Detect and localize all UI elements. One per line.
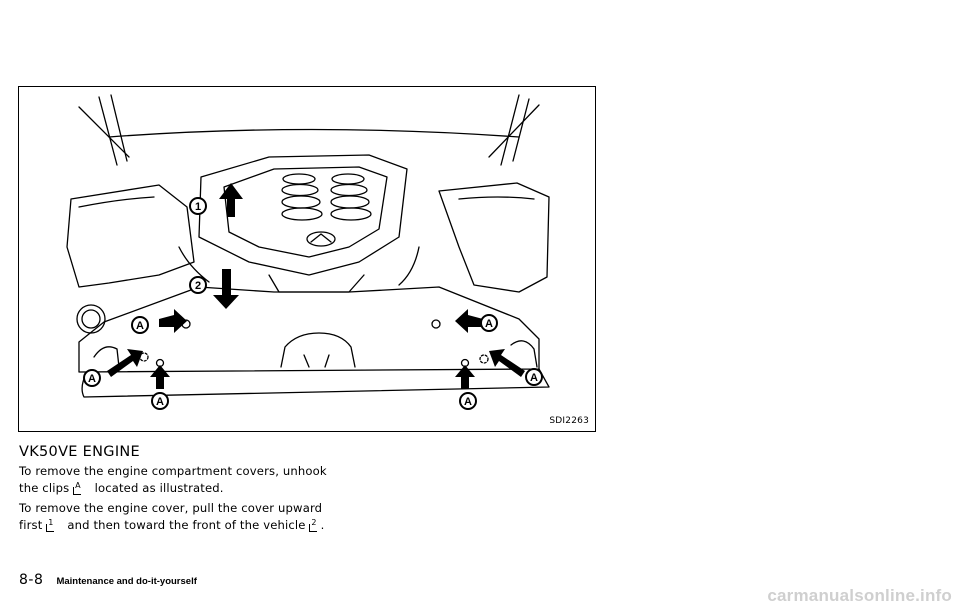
page-number: 8-8 <box>19 572 44 588</box>
callout-markers: 1 2 A A A A A A <box>83 197 543 410</box>
footer-section-title: Maintenance and do-it-yourself <box>56 576 197 587</box>
paragraph-covers: To remove the engine compartment covers,… <box>19 463 339 497</box>
callout-a-bottom-right: A <box>464 396 472 408</box>
callout-2: 2 <box>195 280 201 292</box>
figure-code: SDI2263 <box>549 416 589 426</box>
para2-text-after: . <box>320 518 325 532</box>
page-footer: 8-8 Maintenance and do-it-yourself <box>19 569 197 588</box>
para2-text-before: To remove the engine cover, pull the cov… <box>19 501 323 532</box>
ref-2: 2 <box>309 518 318 532</box>
callout-a-left-upper: A <box>136 320 144 332</box>
engine-illustration: 1 2 A A A A A A SDI2263 <box>18 86 596 432</box>
callout-a-left-lower: A <box>88 373 96 385</box>
engine-line-drawing: 1 2 A A A A A A <box>66 94 550 410</box>
ref-1: 1 <box>46 518 55 532</box>
callout-a-bottom-left: A <box>156 396 164 408</box>
callout-a-right-upper: A <box>485 318 493 330</box>
para1-text-after: located as illustrated. <box>94 481 224 495</box>
paragraph-engine-cover: To remove the engine cover, pull the cov… <box>19 500 339 534</box>
para1-text-before: To remove the engine compartment covers,… <box>19 464 327 495</box>
ref-a: A <box>73 481 81 495</box>
callout-a-right-lower: A <box>530 372 538 384</box>
watermark: carmanualsonline.info <box>767 586 952 605</box>
callout-1: 1 <box>195 201 201 213</box>
section-heading: VK50VE ENGINE <box>19 444 140 460</box>
para2-text-middle: and then toward the front of the vehicle <box>67 518 306 532</box>
